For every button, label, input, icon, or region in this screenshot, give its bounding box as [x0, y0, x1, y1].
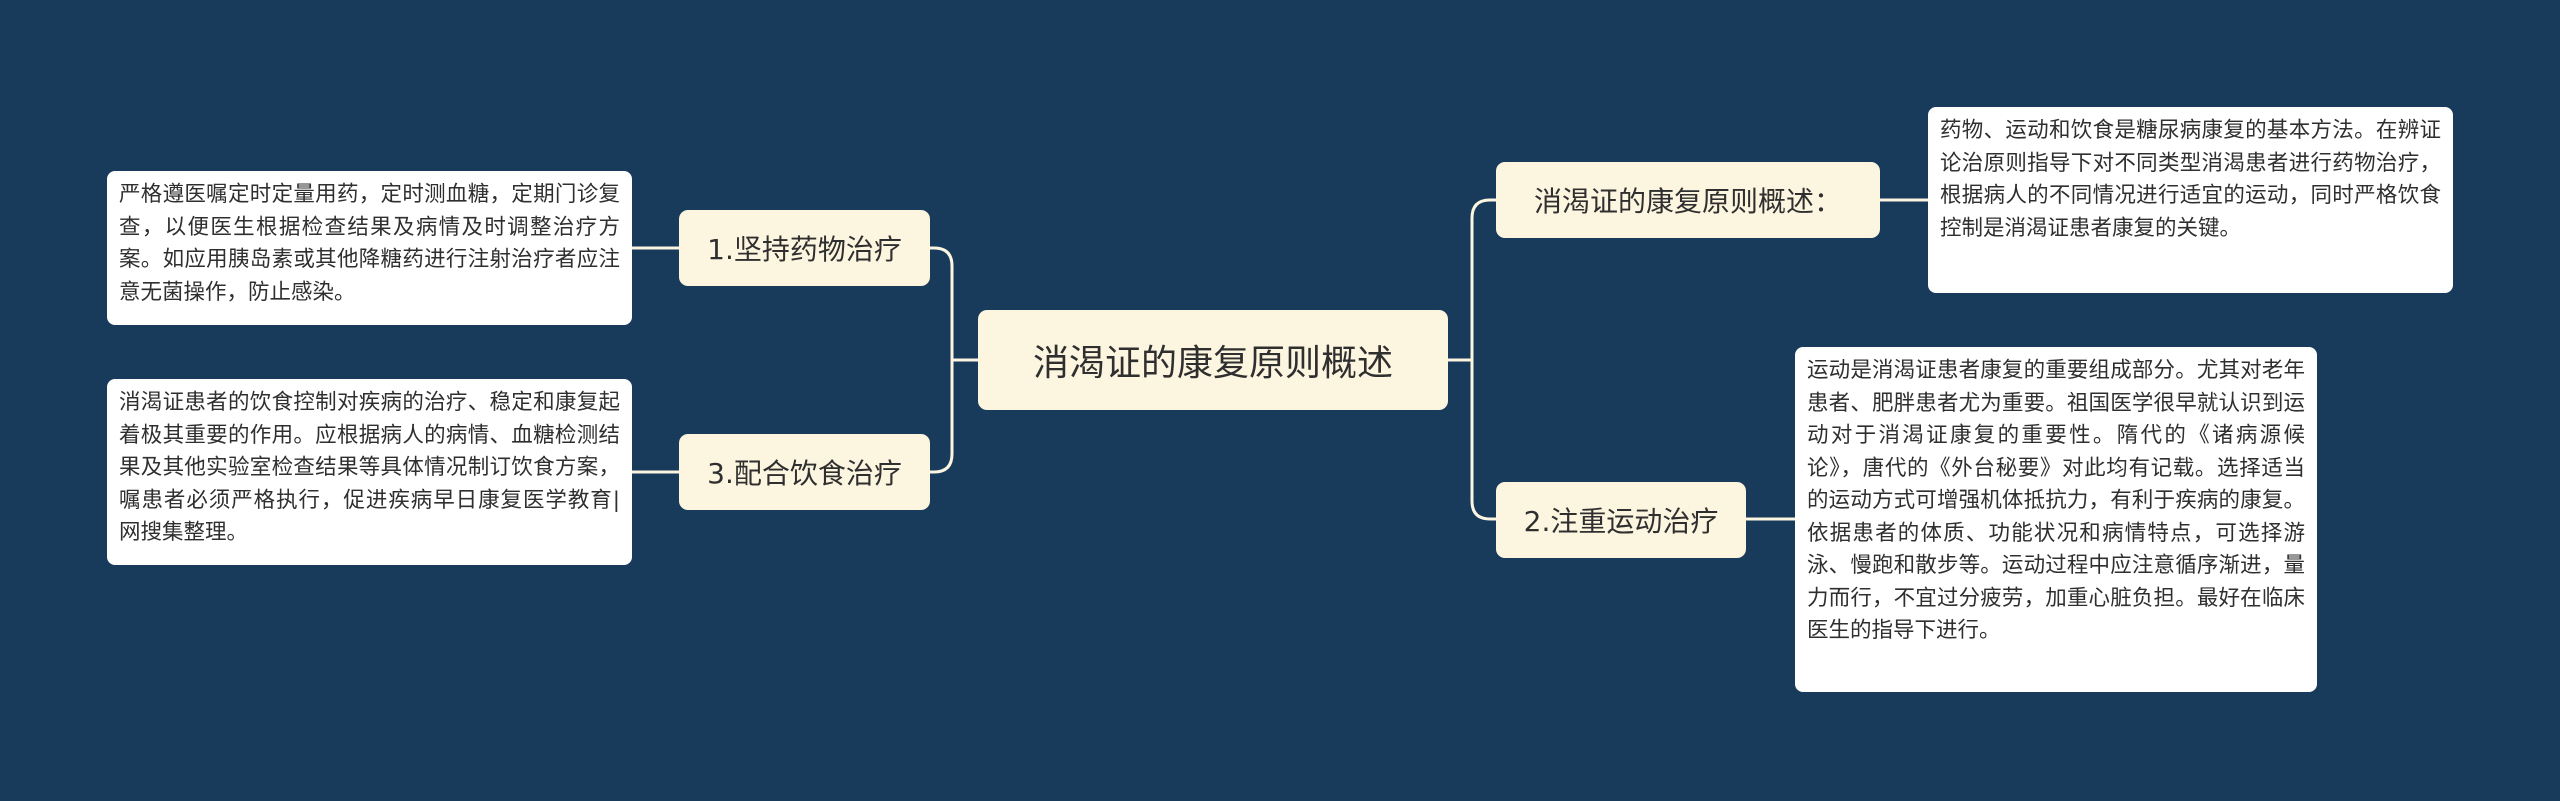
- leaf-diet-detail: 消渴证患者的饮食控制对疾病的治疗、稳定和康复起着极其重要的作用。应根据病人的病情…: [107, 379, 632, 565]
- connector-left-trunk: [928, 246, 954, 474]
- leaf-exercise-detail: 运动是消渴证患者康复的重要组成部分。尤其对老年患者、肥胖患者尤为重要。祖国医学很…: [1795, 347, 2317, 692]
- branch-exercise-therapy[interactable]: 2.注重运动治疗: [1496, 482, 1746, 558]
- branch-diet-therapy[interactable]: 3.配合饮食治疗: [679, 434, 930, 510]
- central-topic[interactable]: 消渴证的康复原则概述: [978, 310, 1448, 410]
- leaf-summary-detail: 药物、运动和饮食是糖尿病康复的基本方法。在辨证论治原则指导下对不同类型消渴患者进…: [1928, 107, 2453, 293]
- branch-medication-therapy[interactable]: 1.坚持药物治疗: [679, 210, 930, 286]
- branch-summary[interactable]: 消渴证的康复原则概述：: [1496, 162, 1880, 238]
- leaf-medication-detail: 严格遵医嘱定时定量用药，定时测血糖，定期门诊复查，以便医生根据检查结果及病情及时…: [107, 171, 632, 325]
- connector-right-trunk: [1470, 198, 1498, 521]
